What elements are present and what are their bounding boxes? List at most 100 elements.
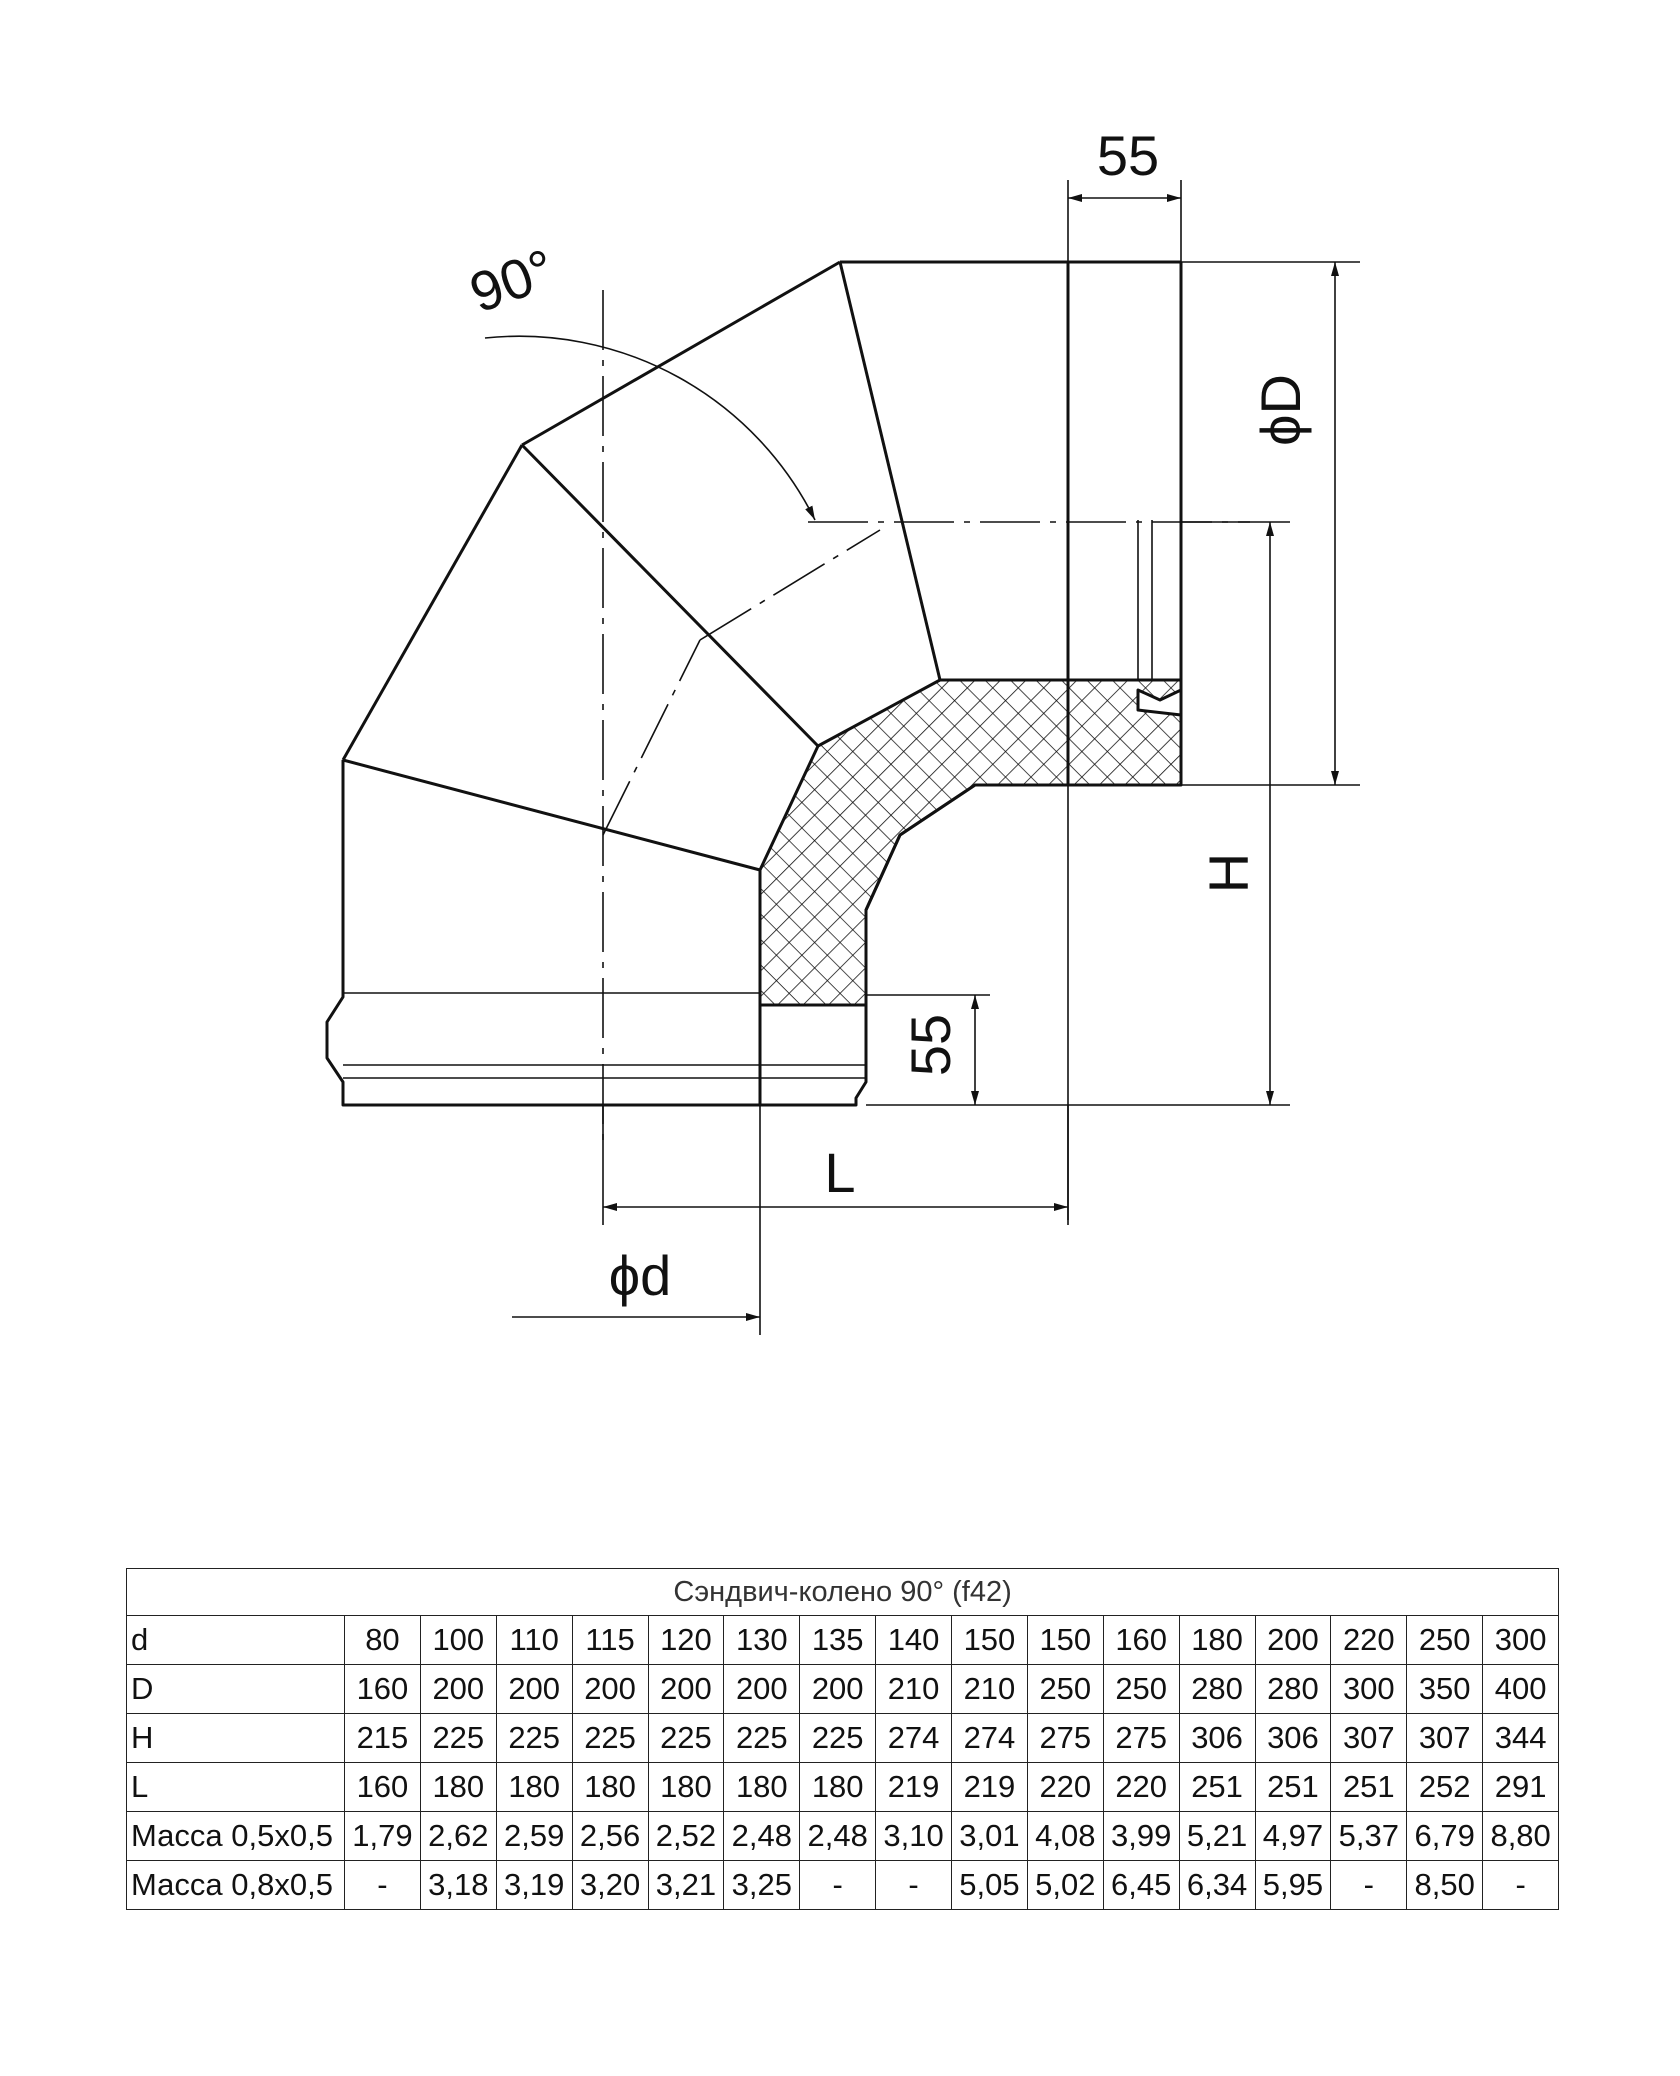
table-cell: 300 <box>1330 1664 1408 1714</box>
table-cell: 180 <box>495 1762 573 1812</box>
elbow-drawing: 55 90° ϕD H 55 L ϕd <box>325 124 1360 1335</box>
table-cell: 219 <box>875 1762 952 1812</box>
table-cell: 2,52 <box>647 1811 725 1861</box>
table-cell: 115 <box>571 1615 649 1665</box>
table-cell: 180 <box>1178 1615 1256 1665</box>
table-cell: 200 <box>723 1664 801 1714</box>
table-cell: 291 <box>1482 1762 1560 1812</box>
dim-top-socket-label: 55 <box>1097 124 1159 187</box>
table-cell: 3,19 <box>495 1860 573 1910</box>
table-cell: 6,45 <box>1102 1860 1180 1910</box>
dim-height-label: H <box>1197 853 1260 893</box>
table-cell: 225 <box>571 1713 649 1763</box>
table-cell: 307 <box>1406 1713 1484 1763</box>
table-cell: 220 <box>1026 1762 1104 1812</box>
table-cell: 251 <box>1330 1762 1408 1812</box>
table-cell: 150 <box>1026 1615 1104 1665</box>
table-cell: 3,01 <box>951 1811 1028 1861</box>
table-cell: 274 <box>951 1713 1028 1763</box>
table-cell: - <box>799 1860 877 1910</box>
insulation-hatch <box>758 678 1183 1007</box>
center-lines <box>602 180 1250 1220</box>
table-cell: 4,08 <box>1026 1811 1104 1861</box>
table-cell: 4,97 <box>1254 1811 1332 1861</box>
table-cell: 2,62 <box>419 1811 497 1861</box>
table-cell: 2,48 <box>799 1811 877 1861</box>
row-label: L <box>126 1762 345 1812</box>
table-cell: 5,02 <box>1026 1860 1104 1910</box>
table-cell: 5,95 <box>1254 1860 1332 1910</box>
table-cell: 250 <box>1102 1664 1180 1714</box>
table-cell: 225 <box>647 1713 725 1763</box>
table-cell: 300 <box>1482 1615 1560 1665</box>
table-caption-row: Сэндвич-колено 90° (f42) <box>125 1568 1560 1616</box>
table-cell: 3,25 <box>723 1860 801 1910</box>
table-cell: 140 <box>875 1615 952 1665</box>
table-cell: 110 <box>495 1615 573 1665</box>
table-cell: 3,99 <box>1102 1811 1180 1861</box>
table-cell: 8,50 <box>1406 1860 1484 1910</box>
table-cell: 1,79 <box>344 1811 421 1861</box>
dim-angle-label: 90° <box>462 236 563 324</box>
table-cell: 180 <box>799 1762 877 1812</box>
table-cell: - <box>344 1860 421 1910</box>
dim-bottom-socket-label: 55 <box>899 1014 962 1076</box>
table-cell: 6,79 <box>1406 1811 1484 1861</box>
table-cell: 225 <box>419 1713 497 1763</box>
table-cell: 180 <box>723 1762 801 1812</box>
table-cell: 135 <box>799 1615 877 1665</box>
table-cell: 306 <box>1178 1713 1256 1763</box>
table-cell: 200 <box>419 1664 497 1714</box>
table-cell: 3,20 <box>571 1860 649 1910</box>
table-cell: 251 <box>1178 1762 1256 1812</box>
table-cell: 251 <box>1254 1762 1332 1812</box>
table-cell: 200 <box>799 1664 877 1714</box>
table-cell: 3,21 <box>647 1860 725 1910</box>
dim-outer-diameter-label: ϕD <box>1249 374 1312 446</box>
table-cell: 8,80 <box>1482 1811 1560 1861</box>
dim-inner-diameter-label: ϕd <box>609 1244 672 1307</box>
table-cell: 220 <box>1102 1762 1180 1812</box>
table-cell: 280 <box>1254 1664 1332 1714</box>
table-cell: 5,21 <box>1178 1811 1256 1861</box>
table-cell: 2,59 <box>495 1811 573 1861</box>
row-label: Масса 0,5х0,5 <box>126 1811 345 1861</box>
dim-length-label: L <box>824 1141 855 1204</box>
table-cell: 180 <box>571 1762 649 1812</box>
table-cell: 80 <box>344 1615 421 1665</box>
table-cell: 225 <box>495 1713 573 1763</box>
table-cell: 210 <box>875 1664 952 1714</box>
row-label: Масса 0,8х0,5 <box>126 1860 345 1910</box>
table-cell: 3,10 <box>875 1811 952 1861</box>
table-cell: 120 <box>647 1615 725 1665</box>
table-cell: 225 <box>799 1713 877 1763</box>
table-cell: 160 <box>1102 1615 1180 1665</box>
table-caption: Сэндвич-колено 90° (f42) <box>125 1568 1560 1616</box>
table-cell: 5,05 <box>951 1860 1028 1910</box>
table-cell: 2,48 <box>723 1811 801 1861</box>
table-cell: 180 <box>647 1762 725 1812</box>
table-cell: 250 <box>1406 1615 1484 1665</box>
table-cell: - <box>875 1860 952 1910</box>
table-cell: 275 <box>1026 1713 1104 1763</box>
table-cell: 3,18 <box>419 1860 497 1910</box>
table-cell: 220 <box>1330 1615 1408 1665</box>
table-cell: - <box>1482 1860 1560 1910</box>
table-cell: 225 <box>723 1713 801 1763</box>
table-cell: 252 <box>1406 1762 1484 1812</box>
table-cell: 250 <box>1026 1664 1104 1714</box>
table-cell: 200 <box>647 1664 725 1714</box>
row-label: d <box>126 1615 345 1665</box>
table-cell: 307 <box>1330 1713 1408 1763</box>
dimension-labels: 55 90° ϕD H 55 L ϕd <box>462 124 1312 1307</box>
table-cell: 5,37 <box>1330 1811 1408 1861</box>
table-cell: 180 <box>419 1762 497 1812</box>
table-cell: 160 <box>344 1664 421 1714</box>
table-cell: 150 <box>951 1615 1028 1665</box>
row-label: D <box>126 1664 345 1714</box>
